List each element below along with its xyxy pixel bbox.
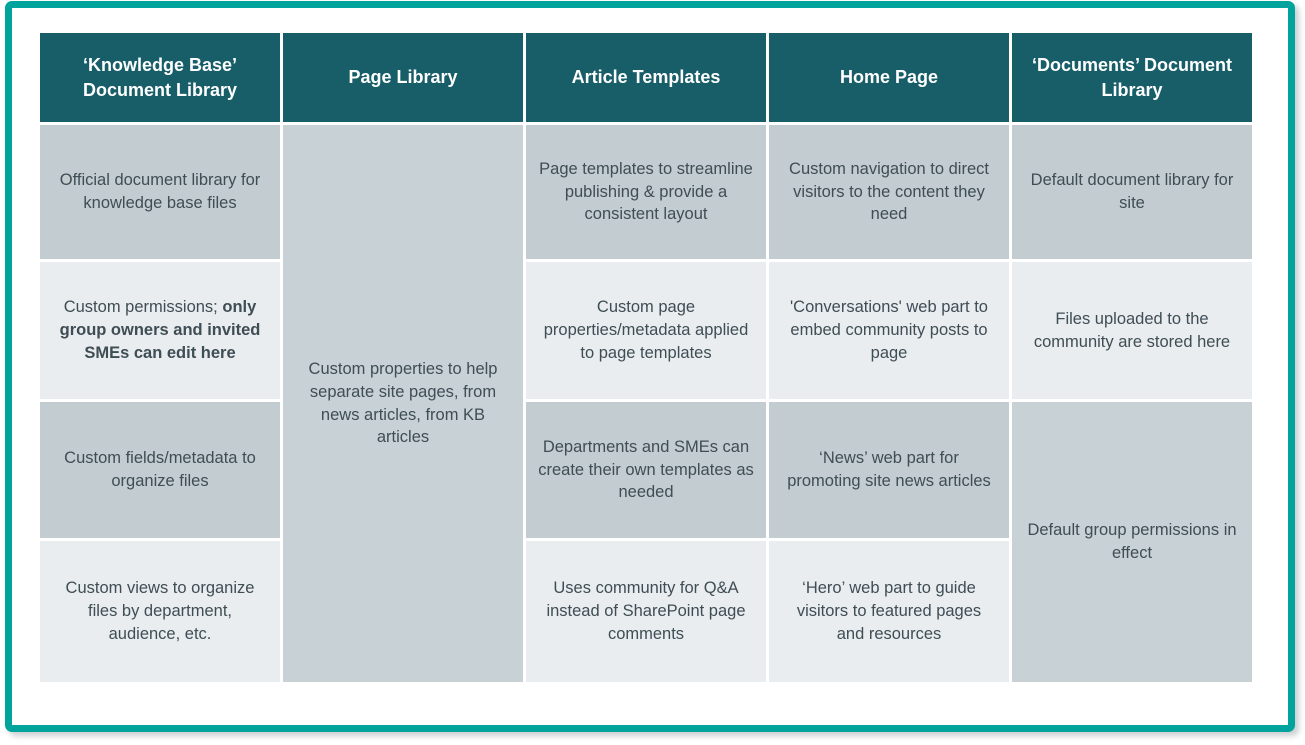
cell-templates-departments-smes: Departments and SMEs can create their ow…: [526, 402, 766, 538]
cell-docs-default-library: Default document library for site: [1012, 125, 1252, 259]
cell-kb-custom-permissions: Custom permissions; only group owners an…: [40, 262, 280, 399]
cell-kb-official-library: Official document library for knowledge …: [40, 125, 280, 259]
accent-frame: ‘Knowledge Base’ Document Library Page L…: [5, 1, 1295, 732]
cell-home-custom-navigation: Custom navigation to direct visitors to …: [769, 125, 1009, 259]
cell-text-normal: Custom permissions;: [63, 298, 223, 317]
column-header-article-templates: Article Templates: [526, 33, 766, 122]
cell-templates-page-properties: Custom page properties/metadata applied …: [526, 262, 766, 399]
cell-kb-custom-views: Custom views to organize files by depart…: [40, 541, 280, 682]
cell-docs-files-uploaded: Files uploaded to the community are stor…: [1012, 262, 1252, 399]
comparison-table: ‘Knowledge Base’ Document Library Page L…: [40, 33, 1252, 682]
column-header-page-library: Page Library: [283, 33, 523, 122]
cell-kb-custom-fields: Custom fields/metadata to organize files: [40, 402, 280, 538]
cell-home-hero-webpart: ‘Hero’ web part to guide visitors to fea…: [769, 541, 1009, 682]
column-header-knowledge-base-library: ‘Knowledge Base’ Document Library: [40, 33, 280, 122]
cell-page-library-custom-properties: Custom properties to help separate site …: [283, 125, 523, 682]
cell-home-news-webpart: ‘News’ web part for promoting site news …: [769, 402, 1009, 538]
cell-text-bold: only group owners and invited SMEs can e…: [59, 298, 261, 362]
cell-templates-streamline: Page templates to streamline publishing …: [526, 125, 766, 259]
cell-templates-community-qa: Uses community for Q&A instead of ShareP…: [526, 541, 766, 682]
cell-home-conversations-webpart: 'Conversations' web part to embed commun…: [769, 262, 1009, 399]
column-header-documents-library: ‘Documents’ Document Library: [1012, 33, 1252, 122]
cell-kb-custom-permissions-text: Custom permissions; only group owners an…: [52, 296, 268, 364]
column-header-home-page: Home Page: [769, 33, 1009, 122]
cell-docs-default-permissions: Default group permissions in effect: [1012, 402, 1252, 682]
